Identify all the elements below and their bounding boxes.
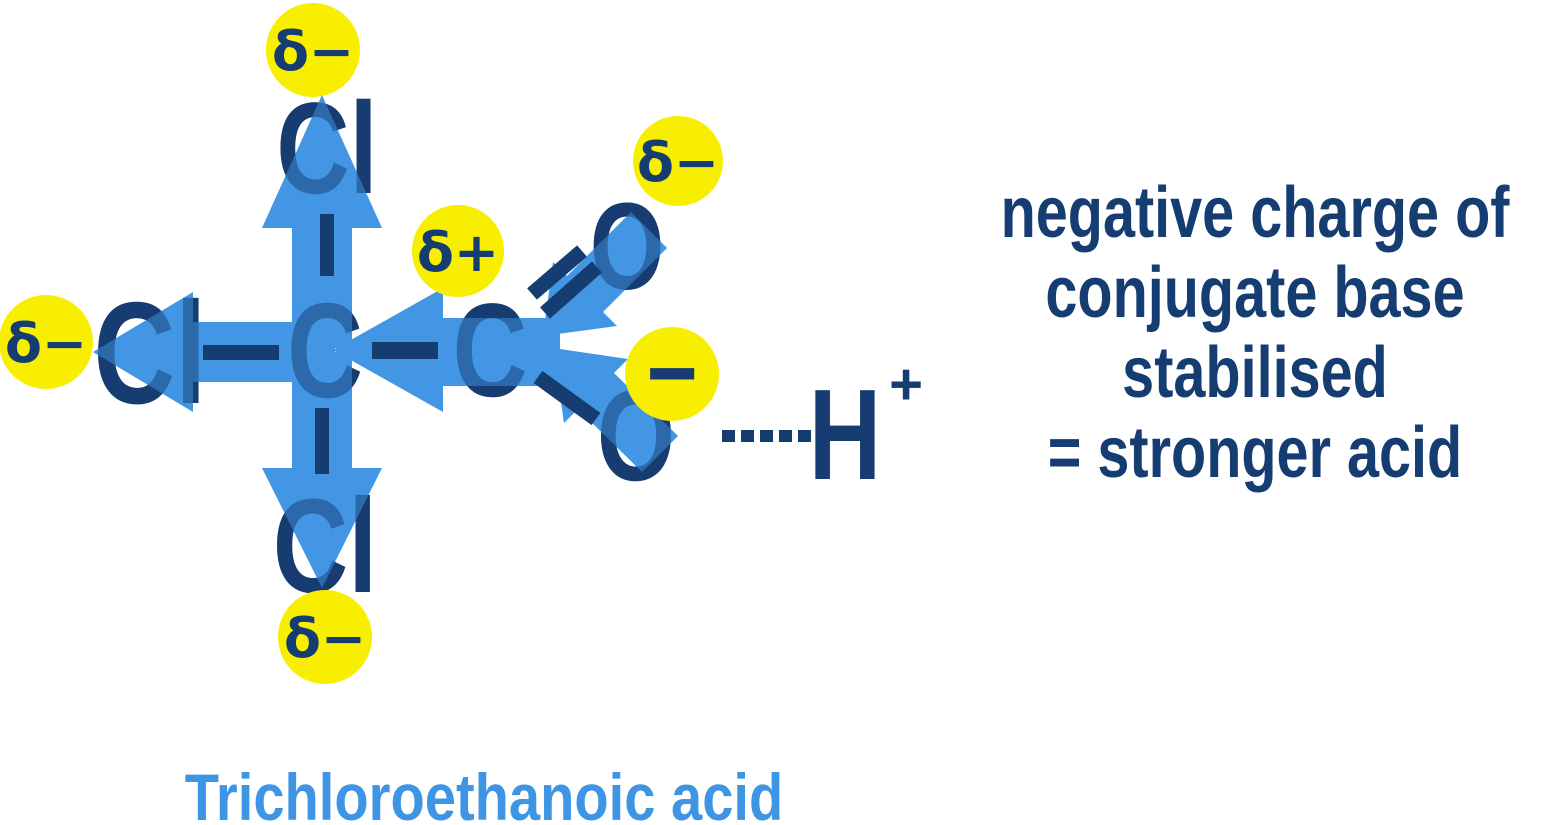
- badge-minus-ionised-o: [625, 327, 719, 421]
- dotted-ionic-bond: [722, 430, 811, 442]
- delta-minus-bottom-label: δ−: [284, 607, 366, 670]
- badge-delta-minus-top: [266, 3, 360, 97]
- double-bond-line-2: [540, 261, 602, 319]
- badge-delta-minus-left: [0, 295, 93, 389]
- delta-minus-top-label: δ−: [272, 20, 354, 83]
- delta-minus-carbonyl-label: δ−: [637, 131, 719, 194]
- annotation-line-3: stabilised: [1122, 332, 1388, 413]
- annotation-line-1: negative charge of: [1001, 172, 1510, 253]
- dot-5: [798, 430, 811, 442]
- dot-3: [760, 430, 773, 442]
- bond-cl-left-c: [203, 345, 279, 360]
- delta-plus-label: δ+: [417, 221, 499, 284]
- bond-cl-top-c: [320, 214, 334, 276]
- charge-badges: δ− δ− δ− δ+ δ− −: [0, 3, 723, 684]
- bond-cl-bottom-c: [315, 408, 329, 474]
- dot-1: [722, 430, 735, 442]
- annotation-line-2: conjugate base: [1045, 252, 1464, 333]
- minus-charge-label: −: [645, 336, 699, 410]
- bonds-layer: [203, 214, 602, 474]
- bond-c-c: [372, 342, 438, 359]
- badge-delta-minus-bottom: [278, 590, 372, 684]
- dot-2: [741, 430, 754, 442]
- badge-delta-minus-carbonyl-o: [633, 116, 723, 206]
- annotation-line-4: = stronger acid: [1048, 412, 1462, 493]
- double-bond-line-1: [527, 245, 587, 300]
- delta-minus-left-label: δ−: [5, 312, 87, 375]
- dot-4: [779, 430, 792, 442]
- bond-c-o-single: [533, 370, 601, 426]
- annotation-block: negative charge of conjugate base stabil…: [1001, 172, 1510, 493]
- molecule-title: Trichloroethanoic acid: [185, 761, 784, 825]
- badge-delta-plus-carboxyl: [412, 205, 504, 297]
